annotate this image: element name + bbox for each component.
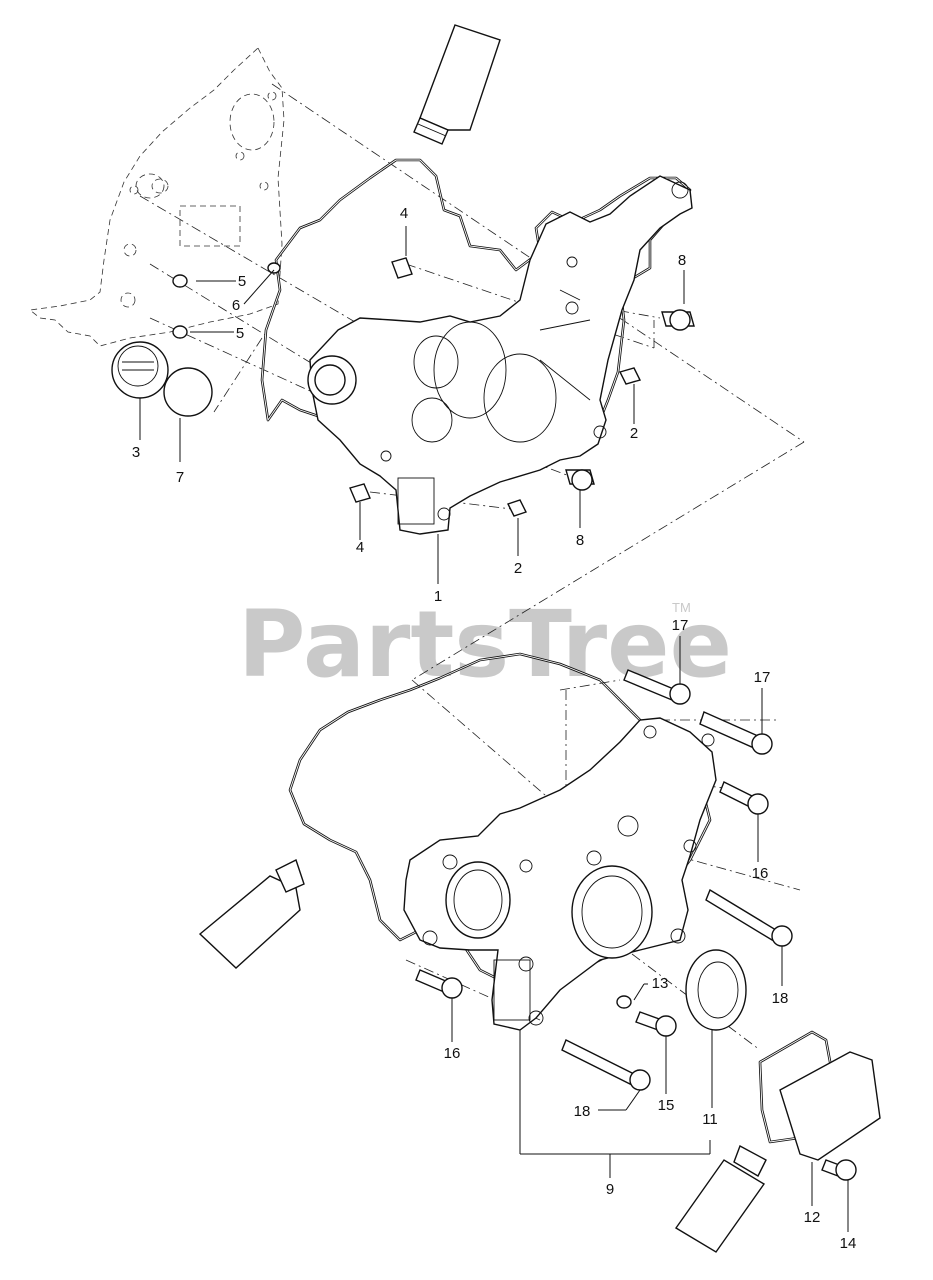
sealant-tube-left	[198, 859, 305, 969]
callout-18: 18	[574, 1103, 591, 1120]
callout-9: 9	[606, 1181, 614, 1198]
callout-17: 17	[754, 669, 771, 686]
callout-8: 8	[576, 532, 584, 549]
cover-plate	[758, 1030, 881, 1161]
callout-8: 8	[678, 252, 686, 269]
callout-3: 3	[132, 444, 140, 461]
callout-18: 18	[772, 990, 789, 1007]
callout-14: 14	[840, 1235, 857, 1252]
bolts-lower	[415, 669, 857, 1181]
callout-2: 2	[630, 425, 638, 442]
oil-filler-cap	[111, 341, 169, 399]
callout-5: 5	[236, 325, 244, 342]
callout-5: 5	[238, 273, 246, 290]
watermark-trademark: TM	[672, 600, 691, 615]
callout-16: 16	[444, 1045, 461, 1062]
plug	[163, 367, 213, 417]
callout-4: 4	[400, 205, 408, 222]
o-ring-13	[616, 995, 632, 1009]
callout-15: 15	[658, 1097, 675, 1114]
dowel-pins-upper	[349, 257, 642, 517]
bolts-part-8	[565, 309, 695, 491]
callout-12: 12	[804, 1209, 821, 1226]
callout-17: 17	[672, 617, 689, 634]
callout-6: 6	[232, 297, 240, 314]
gear-case-housing	[307, 175, 693, 535]
callout-7: 7	[176, 469, 184, 486]
oil-seal	[685, 949, 747, 1031]
o-rings	[172, 262, 281, 339]
lower-gasket	[288, 652, 712, 992]
sealant-tube-top	[413, 24, 501, 145]
engine-block-outline	[29, 47, 285, 347]
callout-11: 11	[702, 1111, 718, 1128]
front-timing-cover	[403, 717, 717, 1031]
callout-16: 16	[752, 865, 769, 882]
sealant-tube-bottom	[674, 1145, 767, 1253]
upper-gasket	[260, 158, 692, 492]
callout-4: 4	[356, 539, 364, 556]
callout-2: 2	[514, 560, 522, 577]
callout-13: 13	[652, 975, 669, 992]
callout-leaders	[139, 226, 849, 1232]
callout-1: 1	[434, 588, 442, 605]
callout-labels: 1 2 2 3 4 4 5 5 6 7 8 8 9 11 12 13 14 15…	[132, 205, 857, 1252]
